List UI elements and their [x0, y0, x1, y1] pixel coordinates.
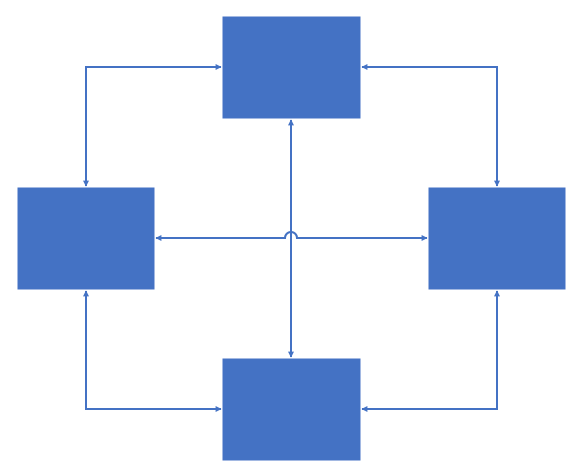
connector-bottom-right — [361, 290, 500, 412]
connector-left-right — [155, 231, 428, 241]
connector-top-right — [361, 64, 500, 187]
connector-left-bottom — [83, 290, 222, 412]
connector-left-top — [83, 64, 222, 187]
node-right[interactable] — [428, 187, 566, 290]
node-bottom[interactable] — [222, 358, 361, 461]
node-left[interactable] — [17, 187, 155, 290]
node-top[interactable] — [222, 16, 361, 119]
